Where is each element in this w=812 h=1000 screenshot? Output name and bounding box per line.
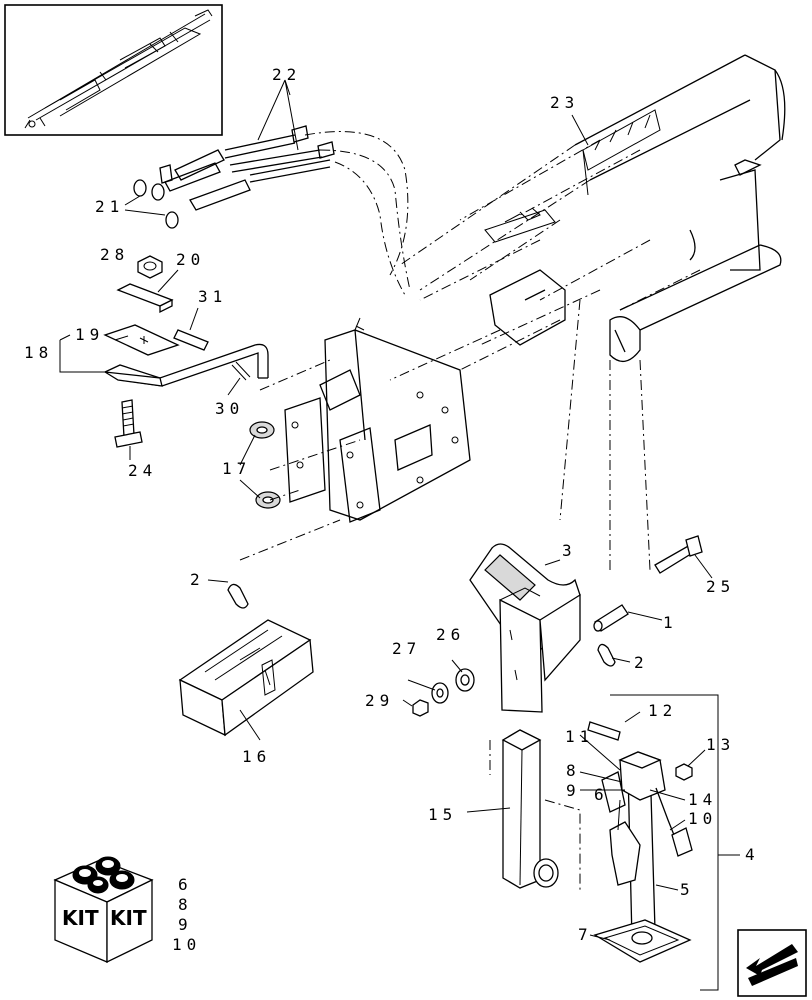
part-30-clip[interactable] (231, 361, 251, 381)
label-21: 21 (95, 197, 124, 216)
label-30: 30 (215, 399, 244, 418)
label-27: 27 (392, 639, 421, 658)
part-13-nut[interactable] (675, 763, 693, 781)
kit-label-left: KIT (62, 906, 99, 930)
label-23: 23 (550, 93, 579, 112)
part-26-washer[interactable] (455, 668, 475, 692)
label-29: 29 (365, 691, 394, 710)
kit-part-2: 8 (178, 895, 193, 914)
mounting-plates (239, 317, 471, 561)
part-12-bolt[interactable] (587, 721, 621, 741)
part-29-bolt[interactable] (412, 699, 429, 717)
leader-lines (59, 79, 713, 941)
next-page-arrow-icon[interactable] (737, 929, 807, 997)
label-26: 26 (436, 625, 465, 644)
part-31-pin[interactable] (173, 329, 209, 351)
kit-box-icon: KIT KIT (53, 856, 154, 964)
part-14-jack-crank-housing[interactable] (601, 771, 626, 813)
label-6: 6 (594, 785, 609, 804)
label-2-upper: 2 (190, 570, 205, 589)
label-14: 14 (688, 790, 717, 809)
label-12: 12 (648, 701, 677, 720)
part-16-box[interactable] (178, 619, 314, 737)
part-24-bolt[interactable] (114, 399, 143, 448)
part-20-plate[interactable] (116, 283, 174, 314)
part-18-handle[interactable] (104, 343, 269, 387)
part-5-jack-body[interactable] (618, 751, 666, 941)
part-25-bolt[interactable] (654, 535, 703, 574)
part-2-clip-lower[interactable] (597, 643, 616, 667)
part-27-washer[interactable] (431, 682, 449, 704)
kit-label-right: KIT (110, 906, 147, 930)
label-20: 20 (176, 250, 205, 269)
label-4: 4 (745, 845, 760, 864)
label-16: 16 (242, 747, 271, 766)
label-19: 19 (75, 325, 104, 344)
part-15-tube[interactable] (489, 729, 581, 890)
label-10: 10 (688, 809, 717, 828)
label-22: 22 (272, 65, 301, 84)
label-11: 11 (565, 727, 594, 746)
kit-part-4: 10 (172, 935, 201, 954)
label-7: 7 (578, 925, 593, 944)
overview-thumbnail[interactable] (4, 4, 223, 136)
label-28: 28 (100, 245, 129, 264)
label-15: 15 (428, 805, 457, 824)
part-6-side-bracket[interactable] (609, 821, 641, 886)
part-19-plate[interactable] (103, 324, 180, 356)
label-13: 13 (706, 735, 735, 754)
kit-part-1: 6 (178, 875, 193, 894)
part-28-nut[interactable] (137, 255, 163, 279)
label-31: 31 (198, 287, 227, 306)
kit-part-3: 9 (178, 915, 193, 934)
label-9: 9 (566, 781, 581, 800)
label-24: 24 (128, 461, 157, 480)
label-2-lower: 2 (634, 653, 649, 672)
part-23-bracket[interactable] (582, 109, 661, 196)
part-1-pin[interactable] (593, 604, 629, 632)
part-22-hoses[interactable] (164, 125, 411, 296)
frame-beam (389, 54, 786, 571)
part-10-crank-handle[interactable] (655, 787, 693, 857)
label-25: 25 (706, 577, 735, 596)
part-21-caps[interactable] (133, 164, 179, 229)
part-3-stand-bracket[interactable] (469, 543, 581, 713)
part-2-clip-upper[interactable] (227, 583, 249, 609)
label-17: 17 (222, 459, 251, 478)
label-18: 18 (24, 343, 53, 362)
part-17-washers[interactable] (249, 421, 281, 509)
part-labels: 22 23 21 28 20 31 19 18 30 17 24 2 3 25 … (24, 65, 760, 944)
kit-parts-list: 6 8 9 10 (172, 875, 201, 954)
label-3: 3 (562, 541, 577, 560)
part-7-jack-foot[interactable] (593, 919, 692, 963)
label-5: 5 (680, 880, 695, 899)
label-1: 1 (663, 613, 678, 632)
part-4-bracket-callout (610, 694, 740, 991)
label-8: 8 (566, 761, 581, 780)
